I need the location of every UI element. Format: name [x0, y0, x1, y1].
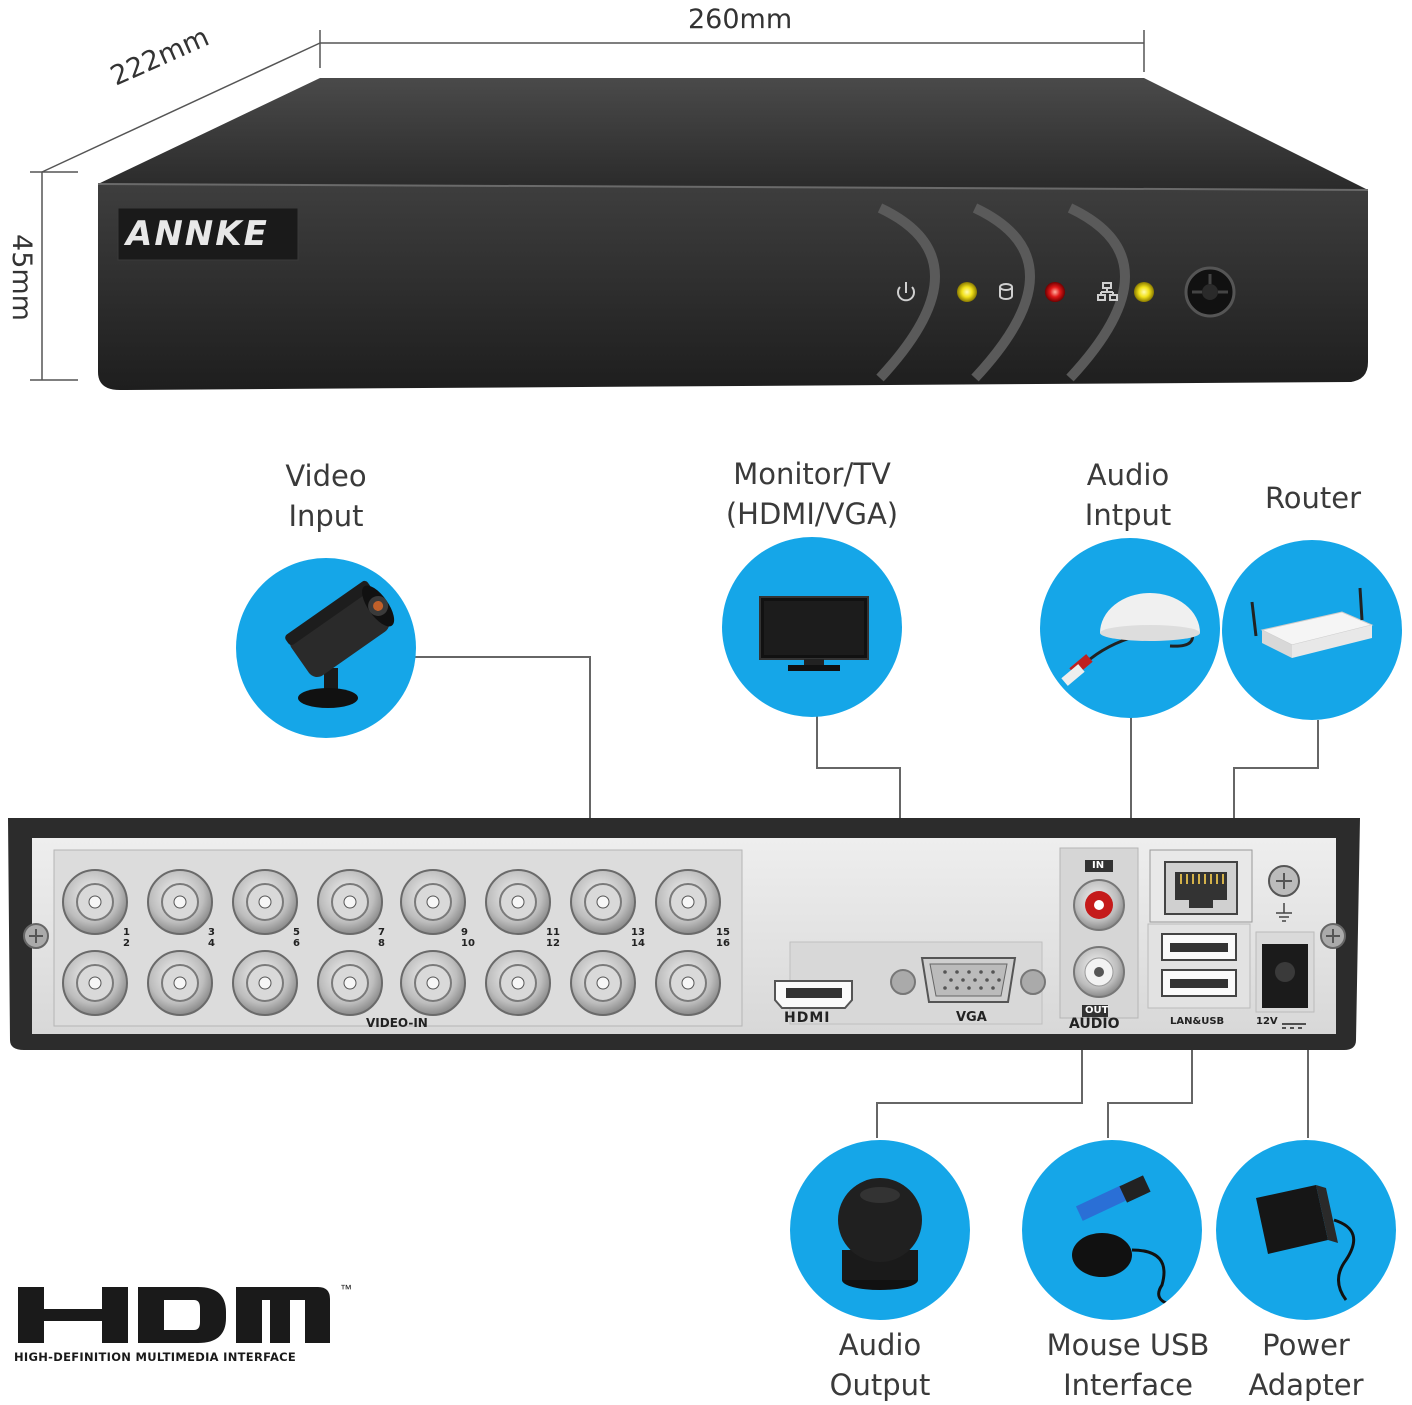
channel-number: 16	[716, 938, 730, 949]
mouse-usb-circle	[1022, 1140, 1202, 1320]
router-circle	[1222, 540, 1402, 720]
video-in-label: VIDEO-IN	[366, 1016, 428, 1030]
audio-output-circle	[790, 1140, 970, 1320]
mouse-icon	[1072, 1175, 1173, 1307]
channel-number: 4	[208, 938, 215, 949]
lan-usb-label: LAN&USB	[1170, 1016, 1225, 1027]
dimension-lines	[30, 30, 1145, 381]
audio-in-label: IN	[1092, 860, 1105, 871]
hdmi-trademark: ™	[340, 1282, 352, 1296]
hdmi-logo-mark	[18, 1287, 330, 1343]
label-router: Router	[1264, 481, 1362, 515]
hdd-led	[1045, 282, 1065, 302]
channel-number: 13	[631, 927, 645, 938]
audio-input-circle	[1040, 538, 1220, 718]
bnc-connectors	[62, 869, 721, 1016]
channel-number: 11	[546, 927, 560, 938]
video-input-circle	[236, 558, 416, 738]
channel-number: 9	[461, 927, 468, 938]
channel-number: 7	[378, 927, 385, 938]
channel-number: 2	[123, 938, 130, 949]
hdmi-port-label: HDMI	[784, 1010, 831, 1026]
dvr-front-unit	[97, 78, 1369, 390]
channel-number: 1	[123, 927, 130, 938]
audio-label: AUDIO	[1069, 1016, 1120, 1032]
channel-number: 10	[461, 938, 475, 949]
hdmi-tagline: HIGH-DEFINITION MULTIMEDIA INTERFACE	[14, 1350, 297, 1364]
camera-icon	[285, 580, 395, 708]
label-monitor: Monitor/TV(HDMI/VGA)	[725, 457, 899, 531]
microphone-icon	[1061, 593, 1200, 686]
router-icon	[1250, 587, 1374, 658]
height-dimension: 45mm	[5, 234, 37, 321]
network-led	[1134, 282, 1154, 302]
channel-number: 6	[293, 938, 300, 949]
power-adapter-circle	[1216, 1140, 1396, 1320]
channel-number: 8	[378, 938, 385, 949]
power-port-label: 12V	[1256, 1016, 1278, 1027]
dvr-rear-panel	[8, 818, 1360, 1050]
channel-number: 15	[716, 927, 730, 938]
vga-port-label: VGA	[956, 1010, 987, 1025]
channel-number: 14	[631, 938, 645, 949]
width-dimension: 260mm	[688, 4, 793, 35]
channel-number: 5	[293, 927, 300, 938]
channel-number: 12	[546, 938, 560, 949]
speaker-icon	[838, 1178, 922, 1290]
power-led	[957, 282, 977, 302]
audio-out-label: OUT	[1085, 1005, 1109, 1016]
channel-number: 3	[208, 927, 215, 938]
monitor-icon	[759, 596, 869, 671]
power-adapter-icon	[1256, 1185, 1356, 1301]
monitor-circle	[722, 537, 902, 717]
brand-logo: ANNKE	[126, 214, 269, 254]
